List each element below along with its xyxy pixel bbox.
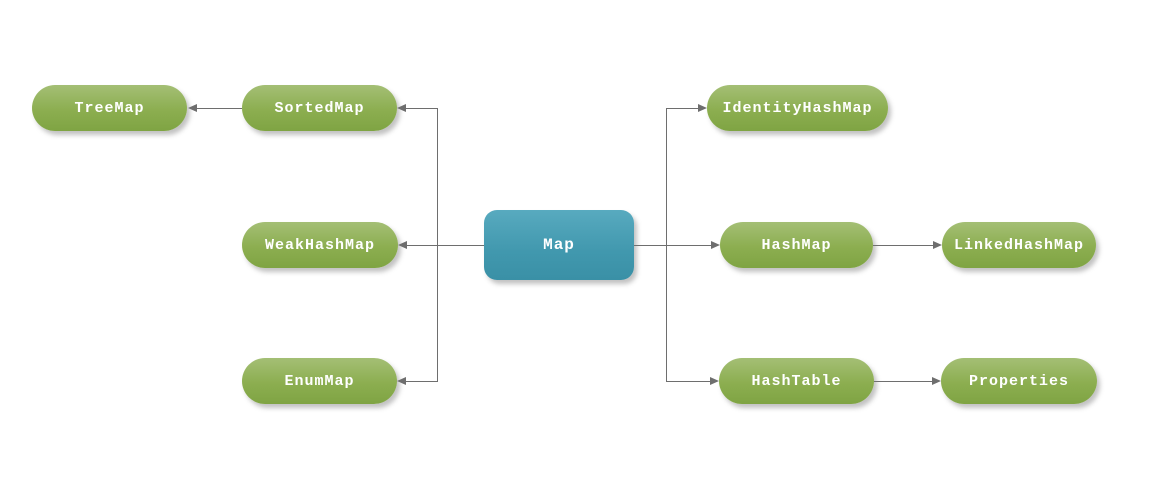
arrowhead-sortedmap — [397, 104, 406, 112]
node-hashmap-label: HashMap — [761, 236, 832, 254]
edge-hashtable-to-properties — [872, 381, 932, 382]
arrowhead-weakhashmap — [398, 241, 407, 249]
edge-map-to-identityhashmap — [666, 108, 699, 109]
arrowhead-identityhashmap — [698, 104, 707, 112]
node-treemap[interactable]: TreeMap — [32, 85, 187, 131]
arrowhead-properties — [932, 377, 941, 385]
node-weakhashmap[interactable]: WeakHashMap — [242, 222, 398, 268]
node-properties[interactable]: Properties — [941, 358, 1097, 404]
node-identityhashmap[interactable]: IdentityHashMap — [707, 85, 888, 131]
arrowhead-treemap — [188, 104, 197, 112]
node-weakhashmap-label: WeakHashMap — [264, 236, 376, 254]
edge-hashmap-to-linkedhashmap — [873, 245, 933, 246]
edge-map-to-sortedmap — [406, 108, 437, 109]
node-treemap-label: TreeMap — [74, 99, 145, 117]
arrowhead-hashtable — [710, 377, 719, 385]
edge-right-branch-vertical — [666, 108, 667, 382]
edge-map-to-hashtable — [666, 381, 710, 382]
node-sortedmap[interactable]: SortedMap — [242, 85, 397, 131]
arrowhead-hashmap — [711, 241, 720, 249]
node-linkedhashmap-label: LinkedHashMap — [953, 236, 1085, 254]
node-linkedhashmap[interactable]: LinkedHashMap — [942, 222, 1096, 268]
node-sortedmap-label: SortedMap — [274, 99, 365, 117]
node-map[interactable]: Map — [484, 210, 634, 280]
node-map-label: Map — [543, 236, 575, 254]
node-enummap-label: EnumMap — [284, 372, 355, 390]
node-enummap[interactable]: EnumMap — [242, 358, 397, 404]
node-properties-label: Properties — [968, 372, 1069, 390]
node-identityhashmap-label: IdentityHashMap — [722, 99, 873, 117]
node-hashmap[interactable]: HashMap — [720, 222, 873, 268]
arrowhead-linkedhashmap — [933, 241, 942, 249]
edge-sortedmap-to-treemap — [197, 108, 242, 109]
edge-map-to-enummap — [406, 381, 437, 382]
arrowhead-enummap — [397, 377, 406, 385]
node-hashtable[interactable]: HashTable — [719, 358, 874, 404]
edge-map-to-hashmap — [634, 245, 712, 246]
node-hashtable-label: HashTable — [751, 372, 842, 390]
edge-map-to-weakhashmap — [407, 245, 484, 246]
